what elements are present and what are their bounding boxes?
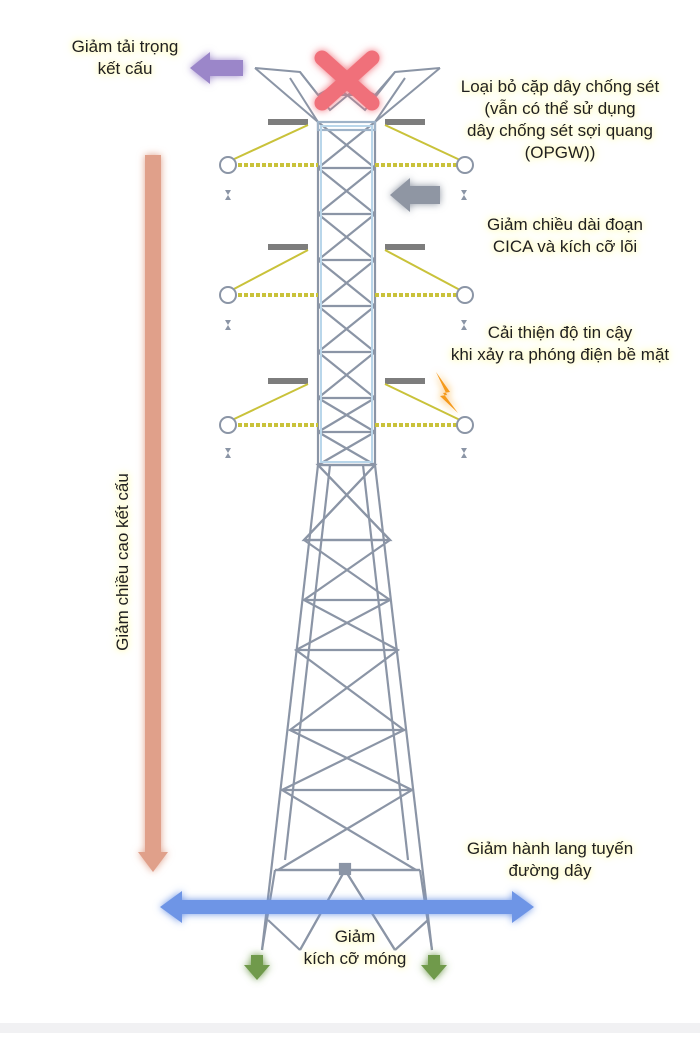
label-reduce-foundation-line1: Giảm [334,927,376,946]
label-reduce-cica-line2: CICA và kích cỡ lõi [492,237,638,256]
label-reduce-foundation-line2: kích cỡ móng [303,949,407,968]
label-remove-shield: Loại bỏ cặp dây chống sét (vẫn có thể sử… [420,76,700,164]
label-reduce-corridor-line1: Giảm hành lang tuyến [466,839,634,858]
remove-shield-x-icon [314,50,380,111]
foundation-arrows-icon [244,955,447,980]
label-reduce-load-line2: kết cấu [97,59,153,78]
label-remove-shield-line1: Loại bỏ cặp dây chống sét [460,77,660,96]
lightning-icon [436,372,458,413]
label-remove-shield-line2: (vẫn có thể sử dụng [484,99,636,118]
label-reduce-foundation: Giảm kích cỡ móng [290,926,420,970]
cica-arrow-icon [390,178,440,212]
label-reduce-height: Giảm chiều cao kết cấu [113,473,132,651]
label-remove-shield-line4: (OPGW)) [524,143,596,162]
label-reliability: Cải thiện độ tin cậy khi xảy ra phóng đi… [420,322,700,366]
crossarm-group [219,119,474,458]
label-reduce-corridor-line2: đường dây [508,861,592,880]
reduce-load-arrow-icon [190,52,243,84]
label-reduce-cica: Giảm chiều dài đoạn CICA và kích cỡ lõi [455,214,675,258]
label-remove-shield-line3: dây chống sét sợi quang [467,121,653,140]
label-reduce-cica-line1: Giảm chiều dài đoạn [487,215,643,234]
label-reduce-corridor: Giảm hành lang tuyến đường dây [430,838,670,882]
label-reduce-load-line1: Giảm tải trọng [71,37,179,56]
tower-upper-body [316,120,377,467]
label-reliability-line2: khi xảy ra phóng điện bề mặt [450,345,670,364]
label-reliability-line1: Cải thiện độ tin cậy [487,323,633,342]
reduce-height-arrow-icon [138,155,168,872]
label-reduce-load: Giảm tải trọng kết cấu [50,36,200,80]
tower-lower-body [260,463,434,951]
reduce-corridor-arrow-icon [160,891,534,923]
page-footer-strip [0,1023,700,1033]
